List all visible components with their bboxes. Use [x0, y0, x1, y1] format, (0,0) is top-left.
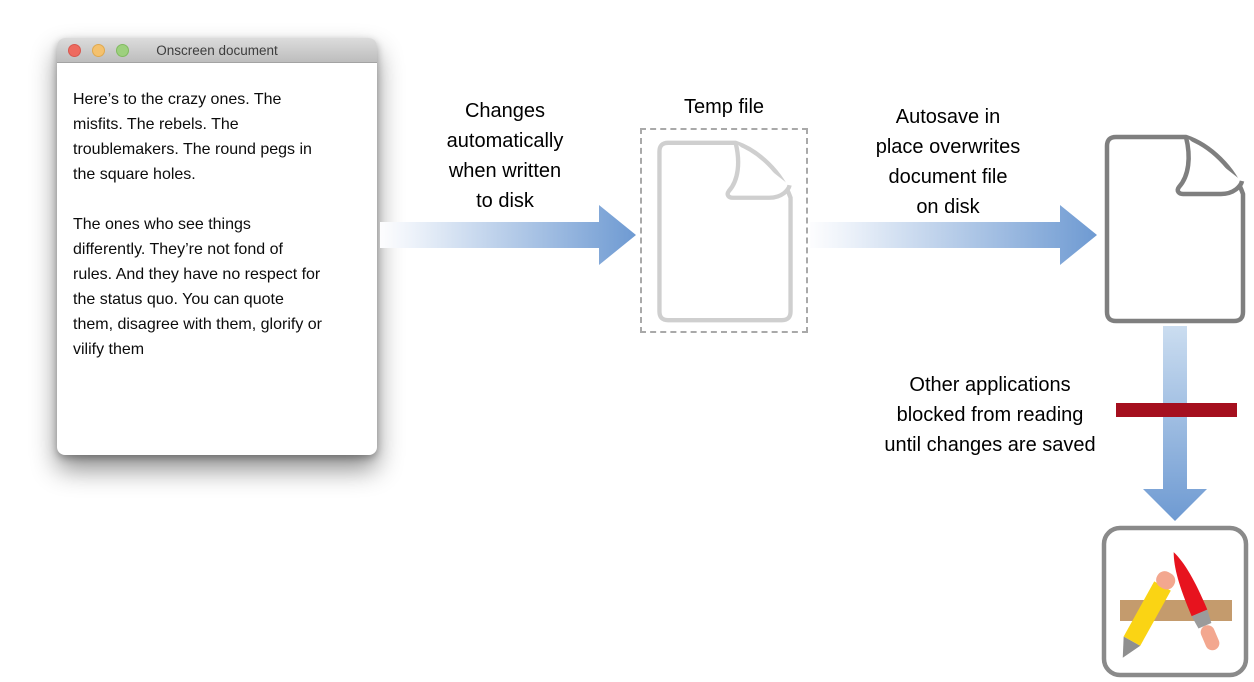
zoom-icon[interactable] [116, 44, 129, 57]
arrow-tempfile-to-document [810, 205, 1097, 265]
document-paragraph: The ones who see things differently. The… [73, 216, 322, 358]
pencil-icon [1122, 571, 1176, 658]
arrow-window-to-tempfile [380, 205, 636, 265]
autosave-label: Autosave in place overwrites document fi… [875, 106, 1021, 218]
temp-document-icon [657, 140, 793, 323]
minimize-icon[interactable] [92, 44, 105, 57]
document-text-area: Here’s to the crazy ones. The misfits. T… [57, 63, 377, 362]
brush-icon [1173, 552, 1220, 651]
temp-file-box [640, 128, 808, 333]
window-controls [68, 38, 129, 63]
applications-icon [1101, 525, 1249, 678]
window-title: Onscreen document [156, 42, 278, 58]
changes-label: Changes automatically when written to di… [446, 100, 564, 212]
document-icon [1104, 134, 1246, 324]
window-titlebar: Onscreen document [57, 38, 377, 63]
document-paragraph: Here’s to the crazy ones. The misfits. T… [73, 91, 312, 183]
document-window: Onscreen document Here’s to the crazy on… [57, 38, 377, 455]
temp-file-label: Temp file [683, 96, 765, 118]
blocked-label: Other applications blocked from reading … [884, 374, 1096, 456]
blocking-bar [1116, 403, 1237, 417]
arrow-document-to-application [1143, 326, 1207, 521]
close-icon[interactable] [68, 44, 81, 57]
